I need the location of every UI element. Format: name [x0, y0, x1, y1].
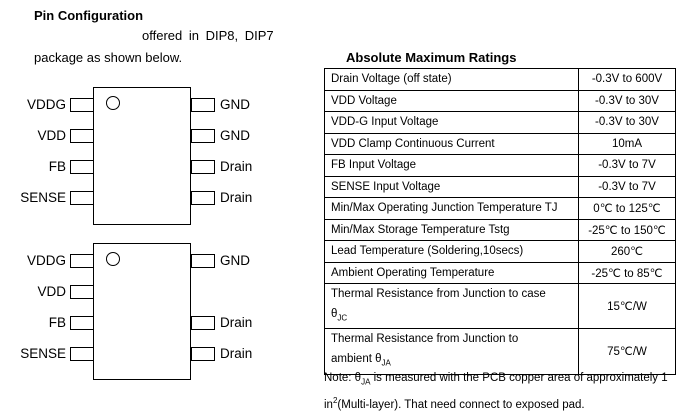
ratings-note: Note: θJA is measured with the PCB coppe… [324, 369, 690, 415]
param-cell: Drain Voltage (off state) [324, 68, 579, 91]
param-cell: VDD Voltage [324, 89, 579, 112]
pin-lead [70, 191, 94, 205]
param-cell: Min/Max Storage Temperature Tstg [324, 218, 579, 241]
param-cell: Min/Max Operating Junction Temperature T… [324, 197, 579, 220]
value-cell: -25℃ to 85℃ [578, 261, 676, 284]
table-row: Min/Max Storage Temperature Tstg-25℃ to … [324, 218, 676, 241]
pin-lead [70, 347, 94, 361]
pin-lead [191, 160, 215, 174]
value-cell: 15℃/W [578, 282, 676, 330]
pin-lead [191, 347, 215, 361]
pin-label-sense: SENSE [20, 190, 66, 205]
param-cell: Lead Temperature (Soldering,10secs) [324, 240, 579, 263]
subscript: JC [337, 313, 348, 323]
param-cell: Thermal Resistance from Junction to case… [324, 282, 579, 330]
pin-label-sense: SENSE [20, 346, 66, 361]
table-row: Ambient Operating Temperature-25℃ to 85℃ [324, 261, 676, 284]
table-row: Thermal Resistance from Junction to case… [324, 282, 676, 330]
pin-lead [191, 129, 215, 143]
param-cell: VDD Clamp Continuous Current [324, 132, 579, 155]
pin-lead [70, 129, 94, 143]
pin-lead [70, 285, 94, 299]
param-line: ambient θJA [331, 349, 572, 373]
note-line-1: Note: θJA is measured with the PCB coppe… [324, 369, 690, 391]
pin-label-fb: FB [48, 159, 66, 174]
param-cell: SENSE Input Voltage [324, 175, 579, 198]
superscript: 2 [332, 396, 338, 406]
value-cell: -0.3V to 7V [578, 154, 676, 177]
param-cell: VDD-G Input Voltage [324, 111, 579, 134]
value-cell: 260℃ [578, 240, 676, 263]
param-cell: Ambient Operating Temperature [324, 261, 579, 284]
value-cell: -0.3V to 30V [578, 89, 676, 112]
value-cell: -0.3V to 600V [578, 68, 676, 91]
note-line-2: in2(Multi-layer). That need connect to e… [324, 391, 690, 415]
table-row: Min/Max Operating Junction Temperature T… [324, 197, 676, 220]
note-text: (Multi-layer). That need connect to expo… [337, 399, 585, 412]
subscript: JA [361, 377, 371, 387]
note-text: in [324, 399, 333, 412]
pin-config-desc-line1: offered in DIP8, DIP7 [142, 28, 274, 43]
table-row: VDD-G Input Voltage-0.3V to 30V [324, 111, 676, 134]
param-line: θJC [331, 304, 572, 328]
pin-config-desc-line2: package as shown below. [34, 50, 183, 65]
table-row: Thermal Resistance from Junction to ambi… [324, 328, 676, 375]
pin-label-drain: Drain [220, 315, 253, 330]
pin-label-fb: FB [48, 315, 66, 330]
value-cell: 0℃ to 125℃ [578, 197, 676, 220]
param-line: Thermal Resistance from Junction to [331, 333, 519, 346]
note-text: is measured with the PCB copper area of … [370, 372, 668, 384]
table-row: SENSE Input Voltage-0.3V to 7V [324, 175, 676, 198]
pin-label-drain: Drain [220, 346, 253, 361]
param-cell: FB Input Voltage [324, 154, 579, 177]
pin-label-vddg: VDDG [26, 253, 66, 268]
pin-label-vddg: VDDG [26, 97, 66, 112]
pin-label-gnd: GND [220, 128, 250, 143]
value-cell: 75℃/W [578, 328, 676, 375]
subscript: JA [381, 358, 391, 368]
value-cell: 10mA [578, 132, 676, 155]
ratings-title: Absolute Maximum Ratings [346, 50, 517, 65]
chip-body [93, 87, 191, 225]
pin-label-gnd: GND [220, 97, 250, 112]
value-cell: -0.3V to 7V [578, 175, 676, 198]
pin-lead [191, 316, 215, 330]
pin-lead [191, 254, 215, 268]
pin-label-drain: Drain [220, 159, 253, 174]
param-cell: Thermal Resistance from Junction to ambi… [324, 328, 579, 375]
pin-config-title: Pin Configuration [34, 8, 144, 23]
pin-lead [70, 160, 94, 174]
value-cell: -0.3V to 30V [578, 111, 676, 134]
table-row: FB Input Voltage-0.3V to 7V [324, 154, 676, 177]
pin-label-vdd: VDD [37, 128, 66, 143]
pin-label-gnd: GND [220, 253, 250, 268]
param-line: Thermal Resistance from Junction to case [331, 288, 546, 300]
ratings-table: Drain Voltage (off state)-0.3V to 600V V… [324, 68, 676, 375]
pin-lead [70, 254, 94, 268]
table-row: Drain Voltage (off state)-0.3V to 600V [324, 68, 676, 91]
pin-lead [191, 191, 215, 205]
value-cell: -25℃ to 150℃ [578, 218, 676, 241]
pin-label-vdd: VDD [37, 284, 66, 299]
chip-body [93, 243, 191, 380]
pin-lead [70, 98, 94, 112]
pin-label-drain: Drain [220, 190, 253, 205]
pin1-marker-dot [106, 252, 120, 266]
pin-lead [191, 98, 215, 112]
pin-lead [70, 316, 94, 330]
theta-symbol: θ [331, 308, 338, 320]
note-text: Note: θ [324, 372, 362, 384]
table-row: VDD Voltage-0.3V to 30V [324, 89, 676, 112]
table-row: Lead Temperature (Soldering,10secs)260℃ [324, 240, 676, 263]
param-text: ambient θ [331, 353, 382, 366]
pin1-marker-dot [106, 96, 120, 110]
